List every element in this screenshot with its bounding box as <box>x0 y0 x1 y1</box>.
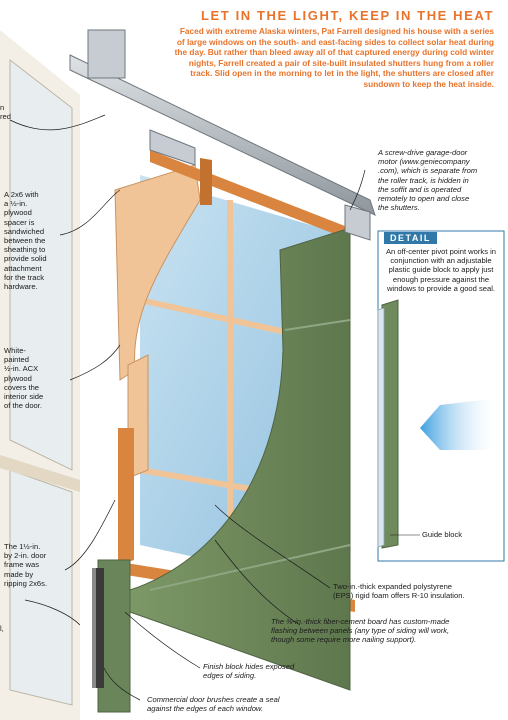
label-plywood: White- painted ½-in. ACX plywood covers … <box>4 346 44 411</box>
label-fiber-cement: The ⅜-in.-thick fiber-cement board has c… <box>271 617 450 645</box>
label-eps: Two-in.-thick expanded polystyrene (EPS)… <box>333 582 465 601</box>
label-cut-bottom: l, <box>0 624 4 633</box>
house-wall <box>0 30 80 720</box>
label-frame: The 1½-in. by 2-in. door frame was made … <box>4 542 48 588</box>
label-brushes: Commercial door brushes create a seal ag… <box>147 695 280 714</box>
detail-heading: DETAIL <box>384 232 437 244</box>
label-motor: A screw-drive garage-door motor (www.gen… <box>378 148 478 213</box>
label-finish-block: Finish block hides exposed edges of sidi… <box>203 662 295 681</box>
label-cut-top: n red <box>0 103 11 122</box>
label-guide-block: Guide block <box>422 530 463 539</box>
label-spacer: A 2x6 with a ½-in. plywood spacer is san… <box>4 190 47 292</box>
fiber-cement-siding <box>97 227 351 713</box>
roller-track <box>69 29 376 241</box>
intro-text: Faced with extreme Alaska winters, Pat F… <box>174 26 494 89</box>
detail-text: An off-center pivot point works in conju… <box>385 247 497 293</box>
page-title: LET IN THE LIGHT, KEEP IN THE HEAT <box>201 8 494 23</box>
heat-arrow-icon <box>420 398 500 450</box>
leader-lines <box>9 114 366 701</box>
detail-panel <box>377 230 505 562</box>
door-brushes <box>92 568 104 688</box>
